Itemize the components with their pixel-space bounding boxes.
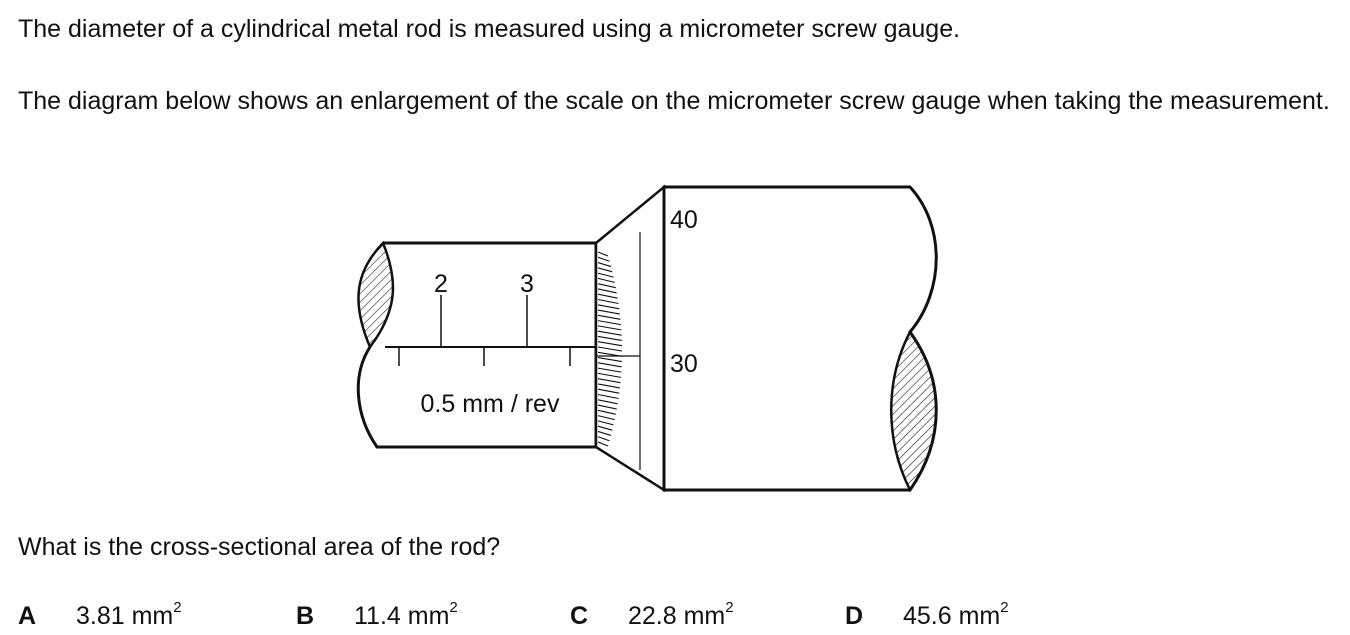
option-a[interactable]: A 3.81 mm2 <box>18 590 182 634</box>
thimble-tick <box>597 393 619 400</box>
thimble-label: 30 <box>670 350 698 378</box>
thimble-tick <box>597 309 620 315</box>
thimble-tick <box>597 420 614 426</box>
option-b[interactable]: B 11.4 mm2 <box>296 590 458 634</box>
thimble-tick <box>597 262 612 268</box>
thimble-tick <box>597 351 623 357</box>
option-value: 22.8 mm <box>628 602 726 630</box>
thimble-tick <box>597 425 613 431</box>
thimble-tick <box>597 325 622 331</box>
thimble-bevel <box>594 184 666 493</box>
thimble-tick <box>597 304 620 310</box>
sleeve-break-hatch <box>357 240 395 350</box>
option-letter: B <box>296 602 315 630</box>
thimble-tick <box>597 415 615 421</box>
thimble-tick <box>597 341 623 347</box>
thimble-tick <box>597 267 613 273</box>
option-exponent: 2 <box>449 599 458 616</box>
thimble-tick <box>597 388 620 394</box>
thimble-tick <box>597 298 619 305</box>
micrometer-diagram: 2 3 0.5 mm / rev 40 30 <box>356 184 938 493</box>
thimble-tick <box>597 399 618 405</box>
thimble-tick <box>597 314 621 320</box>
thimble-tick <box>597 357 622 363</box>
option-letter: D <box>845 602 864 630</box>
option-value: 3.81 mm <box>76 602 174 630</box>
pitch-label: 0.5 mm / rev <box>421 390 560 418</box>
thimble-tick <box>597 436 610 442</box>
option-c[interactable]: C 22.8 mm2 <box>570 590 734 634</box>
option-letter: A <box>18 602 37 630</box>
thimble-tick <box>597 430 612 436</box>
thimble-tick <box>597 288 617 294</box>
thimble-tick <box>597 346 623 352</box>
thimble-tick <box>597 330 622 336</box>
thimble-tick <box>597 372 622 378</box>
thimble-tick <box>597 320 622 326</box>
diagram-intro: The diagram below shows an enlargement o… <box>18 87 1330 115</box>
sleeve-label: 3 <box>520 270 534 298</box>
option-value: 45.6 mm <box>903 602 1001 630</box>
option-d[interactable]: D 45.6 mm2 <box>845 590 1009 634</box>
thimble-tick <box>597 367 622 373</box>
option-exponent: 2 <box>173 599 182 616</box>
thimble-tick <box>597 251 609 257</box>
sleeve <box>356 241 598 449</box>
thimble-label: 40 <box>670 206 698 234</box>
thimble-scale-ticks <box>597 251 623 447</box>
thimble-tick <box>597 409 616 415</box>
thimble-tick <box>597 404 617 410</box>
option-exponent: 2 <box>725 599 734 616</box>
thimble-tick <box>597 378 621 384</box>
thimble-tick <box>597 283 616 289</box>
question-prompt: What is the cross-sectional area of the … <box>18 533 501 561</box>
thimble-tick <box>597 256 610 262</box>
thimble-tick <box>597 383 620 389</box>
option-exponent: 2 <box>1000 599 1009 616</box>
thimble-tick <box>597 277 615 283</box>
thimble-tick <box>597 441 609 447</box>
option-letter: C <box>570 602 589 630</box>
sleeve-label: 2 <box>434 270 448 298</box>
thimble-tick <box>597 293 618 299</box>
thimble-tick <box>597 272 614 278</box>
thimble-tick <box>597 335 622 341</box>
option-value: 11.4 mm <box>354 602 450 630</box>
thimble-break-hatch <box>890 329 938 493</box>
thimble-tick <box>597 362 622 368</box>
question-intro: The diameter of a cylindrical metal rod … <box>18 15 961 43</box>
